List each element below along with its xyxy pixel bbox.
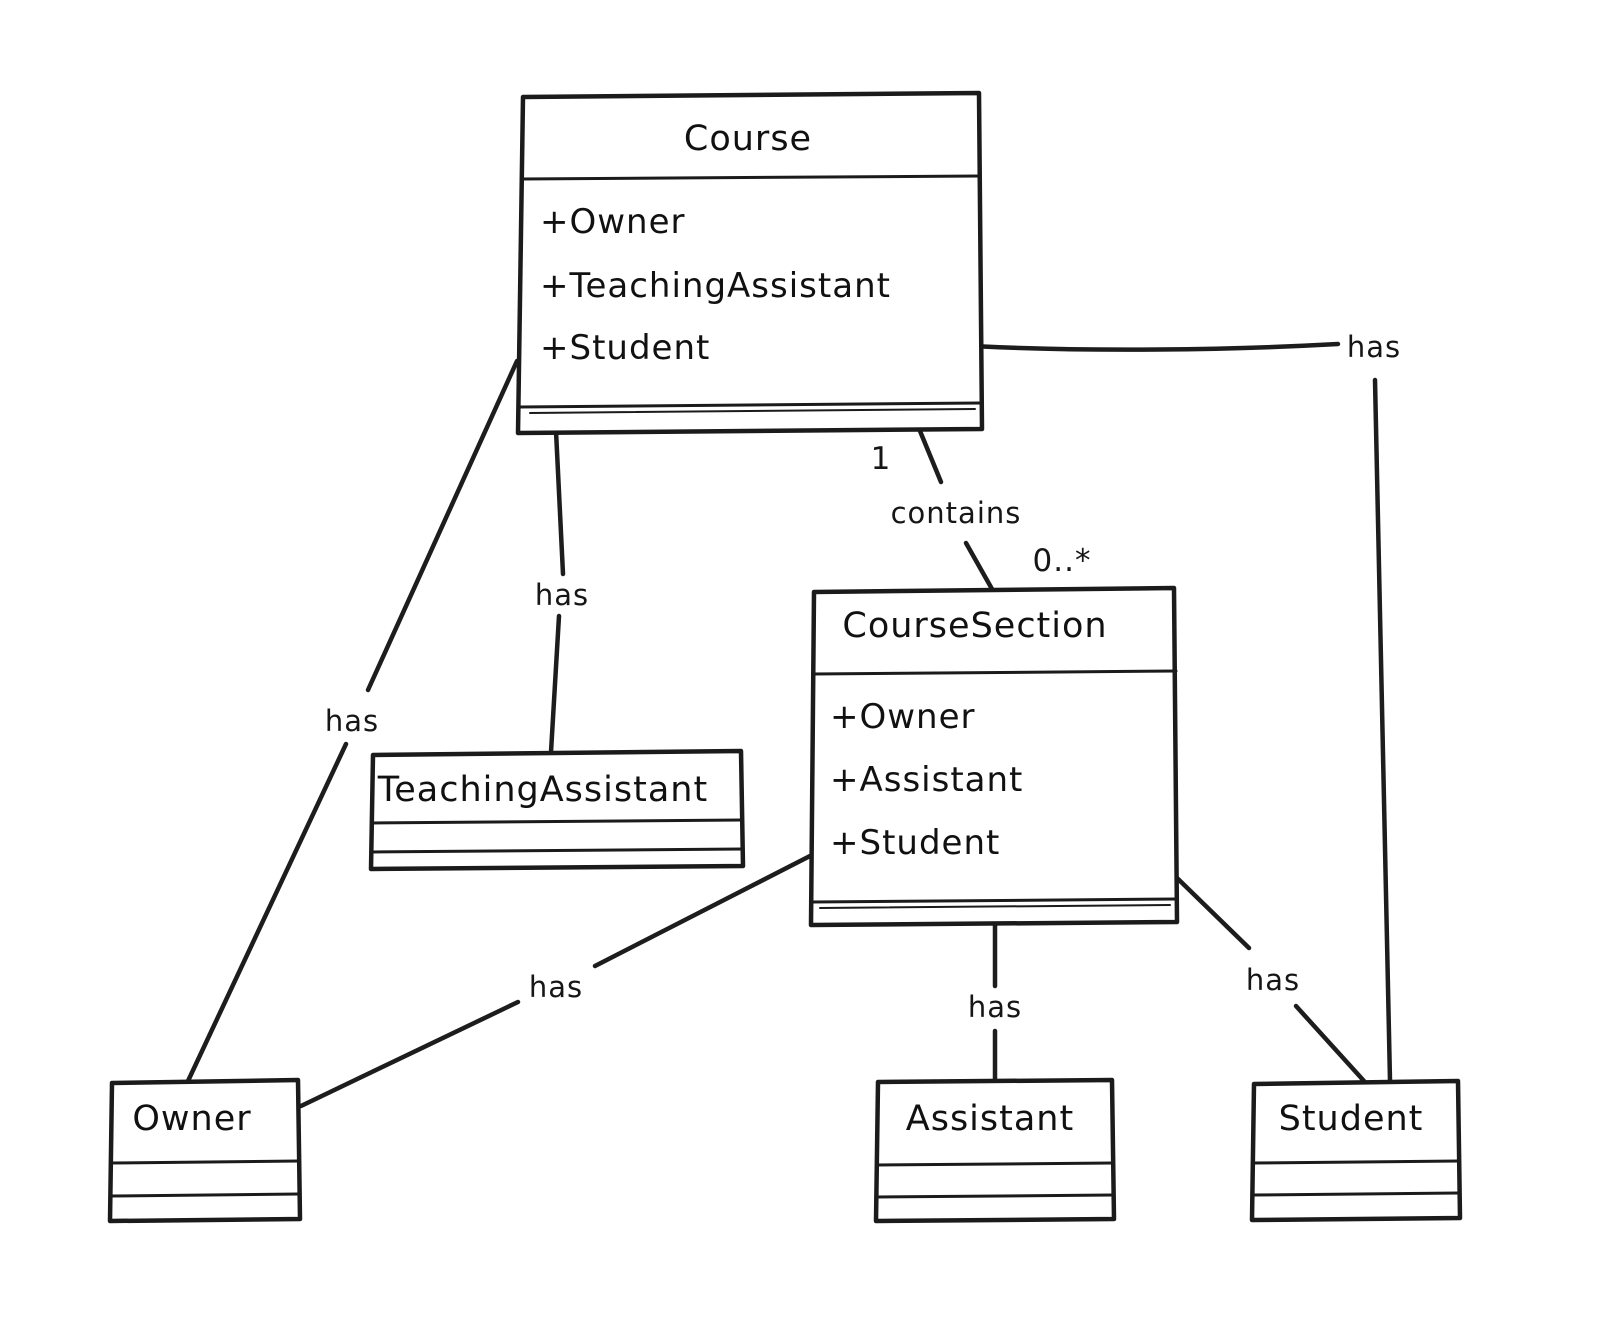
edge-course-teachingassistant[interactable] bbox=[548, 428, 566, 755]
class-title-student: Student bbox=[1279, 1099, 1424, 1139]
class-course[interactable]: Course +Owner +TeachingAssistant +Studen… bbox=[515, 90, 985, 436]
edge-label-multiplicity-0-many: 0..* bbox=[1033, 543, 1092, 579]
class-teachingassistant[interactable]: TeachingAssistant bbox=[368, 748, 746, 872]
class-owner[interactable]: Owner bbox=[107, 1077, 303, 1224]
edge-coursesection-student[interactable] bbox=[1173, 874, 1367, 1084]
edge-course-student[interactable] bbox=[969, 341, 1393, 1084]
class-title-owner: Owner bbox=[132, 1099, 251, 1139]
class-title-coursesection: CourseSection bbox=[842, 606, 1107, 646]
class-title-assistant: Assistant bbox=[906, 1099, 1074, 1139]
edge-label-has-owner-from-coursesection: has bbox=[529, 970, 583, 1004]
class-attribute: +Owner bbox=[540, 202, 686, 242]
edge-label-has-student-from-coursesection: has bbox=[1246, 963, 1300, 997]
edge-course-owner[interactable] bbox=[185, 358, 520, 1084]
edge-coursesection-owner[interactable] bbox=[298, 853, 813, 1109]
edges bbox=[185, 341, 1393, 1109]
edge-label-has-owner-from-course: has bbox=[325, 704, 379, 738]
edge-label-multiplicity-1: 1 bbox=[871, 441, 892, 477]
edge-label-has-teachingassistant: has bbox=[535, 578, 589, 612]
class-student[interactable]: Student bbox=[1249, 1078, 1463, 1223]
edge-label-has-assistant: has bbox=[968, 990, 1022, 1024]
class-attribute: +TeachingAssistant bbox=[540, 266, 891, 306]
class-assistant[interactable]: Assistant bbox=[873, 1077, 1117, 1224]
class-attribute: +Assistant bbox=[830, 760, 1023, 800]
class-attribute: +Owner bbox=[830, 697, 976, 737]
class-coursesection[interactable]: CourseSection +Owner +Assistant +Student bbox=[808, 585, 1180, 928]
edge-course-coursesection[interactable] bbox=[917, 428, 995, 592]
class-attribute: +Student bbox=[830, 823, 1000, 863]
class-title-course: Course bbox=[684, 119, 812, 159]
edge-label-has-student-from-course: has bbox=[1347, 330, 1401, 364]
class-title-teachingassistant: TeachingAssistant bbox=[377, 770, 708, 810]
class-attribute: +Student bbox=[540, 328, 710, 368]
edge-label-contains: contains bbox=[891, 496, 1022, 530]
